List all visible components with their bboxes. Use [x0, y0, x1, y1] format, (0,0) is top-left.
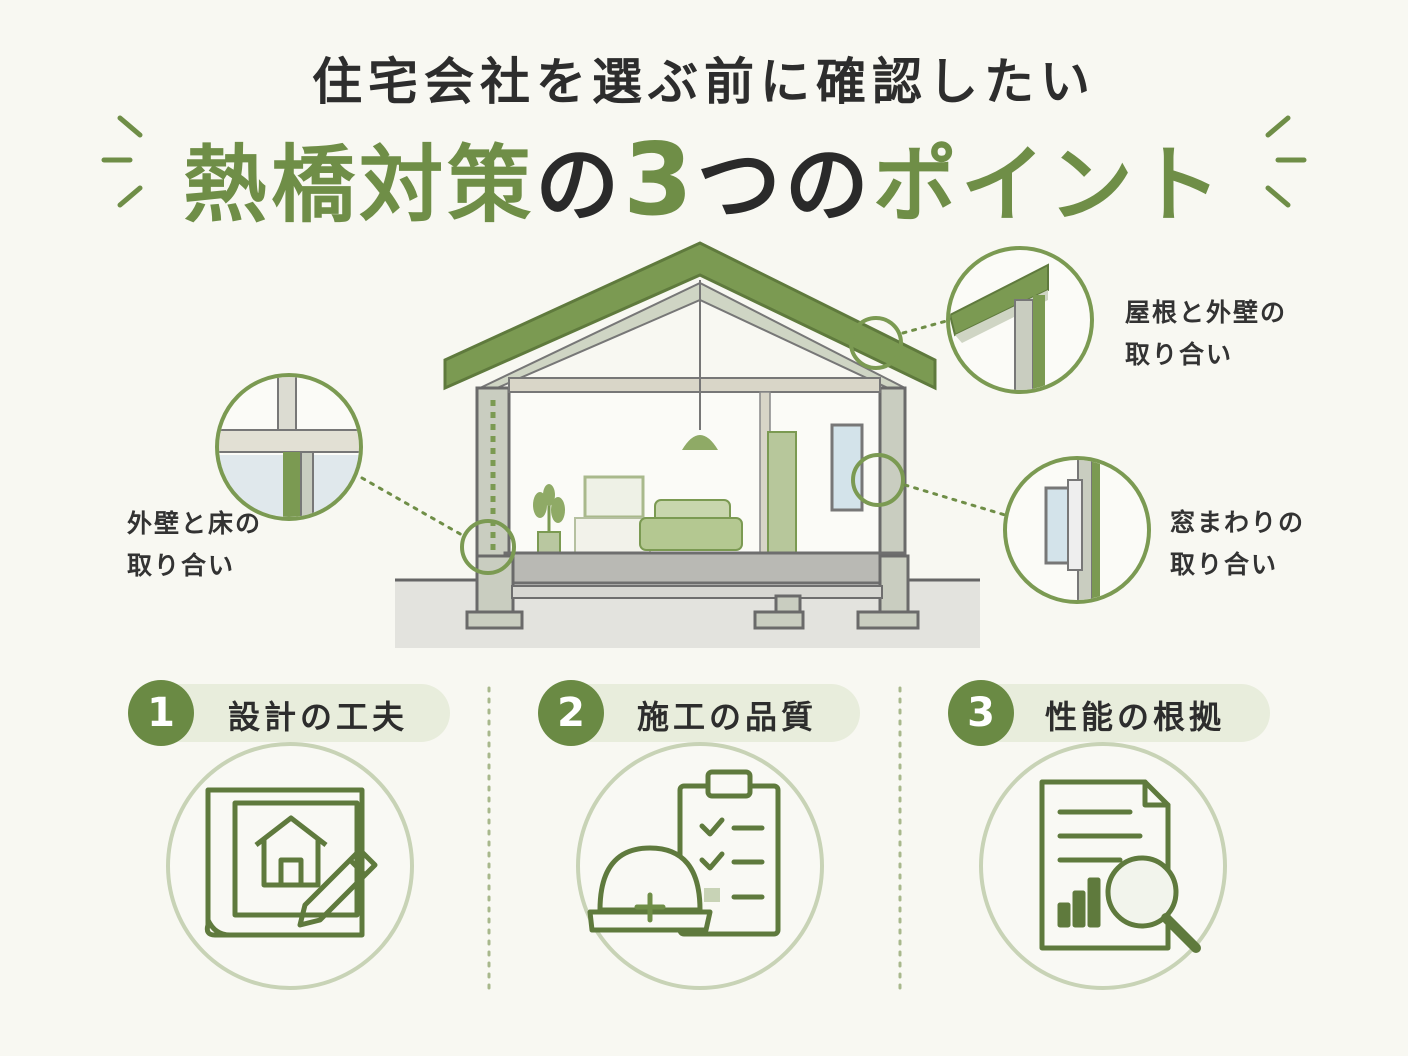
callout-floor-wall: 外壁と床の 取り合い: [127, 503, 262, 587]
title-part-4: ポイント: [872, 136, 1225, 234]
floor-slab: [503, 551, 907, 585]
plant-icon: [533, 484, 565, 555]
highlight-roof-wall: [849, 316, 903, 370]
callout-window-line1: 窓まわりの: [1170, 508, 1306, 537]
sparkle-left-icon: [101, 115, 143, 208]
title-part-1: 熱橋対策: [183, 136, 536, 234]
point-3-label: 性能の根拠: [1045, 698, 1226, 736]
point-2-pill: [560, 684, 860, 742]
main-title: 熱橋対策の3つのポイント: [0, 118, 1408, 239]
callout-window-line2: 取り合い: [1170, 550, 1279, 579]
zoom-roof-wall: [946, 246, 1094, 394]
sofa: [639, 499, 743, 551]
pendant-lamp: [682, 435, 718, 450]
title-part-2: の: [535, 136, 624, 234]
callout-floor-wall-line1: 外壁と床の: [127, 509, 263, 538]
point-1-number: 1: [128, 680, 194, 746]
callout-roof-wall-line1: 屋根と外壁の: [1125, 298, 1288, 327]
point-3-number: 3: [948, 680, 1014, 746]
point-1-pill: [150, 684, 450, 742]
point-2-number: 2: [538, 680, 604, 746]
door: [767, 431, 797, 555]
sparkle-right-icon: [1265, 115, 1307, 208]
zoom-window: [1003, 456, 1151, 604]
title-part-3: つの: [696, 136, 873, 234]
subtitle: 住宅会社を選ぶ前に確認したい: [312, 53, 1096, 111]
title-number: 3: [623, 121, 697, 238]
highlight-window: [851, 453, 905, 507]
highlight-floor-wall: [460, 519, 516, 575]
house-roof: [443, 241, 937, 391]
callout-roof-wall: 屋根と外壁の 取り合い: [1125, 292, 1287, 376]
callout-roof-wall-line2: 取り合い: [1125, 340, 1234, 369]
callout-floor-wall-line2: 取り合い: [127, 551, 236, 580]
blueprint-house-pencil-icon: [204, 787, 378, 938]
point-1-label: 設計の工夫: [228, 698, 409, 736]
point-3-pill: [970, 684, 1270, 742]
tv: [583, 475, 645, 519]
point-2-label: 施工の品質: [637, 698, 818, 736]
callout-window: 窓まわりの 取り合い: [1170, 502, 1305, 586]
helmet-checklist-icon: [587, 769, 781, 937]
document-magnifier-icon: [1039, 779, 1201, 953]
